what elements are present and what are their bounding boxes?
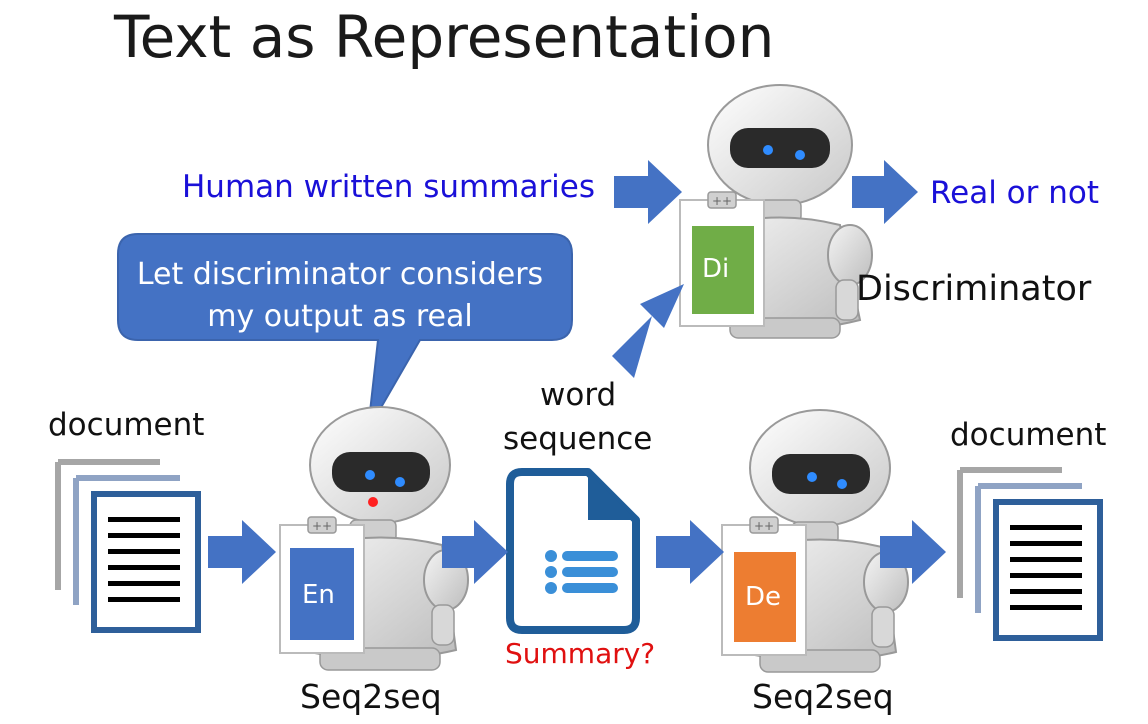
bubble-line-2: my output as real (207, 299, 473, 334)
word-label: word (540, 377, 617, 413)
document-right-label: document (950, 417, 1107, 453)
arrow-encoder-to-summary (442, 520, 508, 584)
document-left-label: document (48, 407, 205, 443)
arrow-summary-to-discriminator (612, 284, 684, 378)
summary-question-label: Summary? (505, 637, 656, 670)
arrow-summary-to-decoder (656, 520, 724, 584)
encoder-tag: En (302, 580, 335, 610)
arrow-document-to-encoder (208, 520, 276, 584)
discriminator-card: ++ (679, 191, 765, 327)
arrow-human-to-discriminator (614, 160, 682, 224)
speech-bubble-text: Let discriminator considers my output as… (120, 254, 560, 338)
slide-title: Text as Representation (114, 3, 775, 71)
encoder-card: ++ (279, 516, 365, 654)
human-written-summaries-label: Human written summaries (182, 169, 596, 205)
bubble-line-1: Let discriminator considers (136, 257, 544, 292)
arrow-decoder-to-document (880, 520, 946, 584)
svg-text:++: ++ (712, 194, 732, 208)
sequence-label: sequence (503, 421, 653, 457)
discriminator-tag: Di (702, 254, 730, 284)
svg-text:++: ++ (754, 519, 774, 533)
summary-file-icon (506, 468, 640, 634)
real-or-not-label: Real or not (930, 175, 1100, 211)
arrow-discriminator-to-real (852, 160, 918, 224)
seq2seq-left-label: Seq2seq (300, 677, 442, 716)
speech-bubble (117, 233, 573, 431)
seq2seq-right-label: Seq2seq (752, 677, 894, 716)
document-stack-left-icon (55, 459, 201, 633)
svg-text:++: ++ (312, 519, 332, 533)
decoder-tag: De (745, 582, 782, 612)
document-stack-right-icon (957, 467, 1103, 641)
discriminator-label: Discriminator (856, 269, 1092, 309)
decoder-card: ++ (721, 516, 807, 656)
